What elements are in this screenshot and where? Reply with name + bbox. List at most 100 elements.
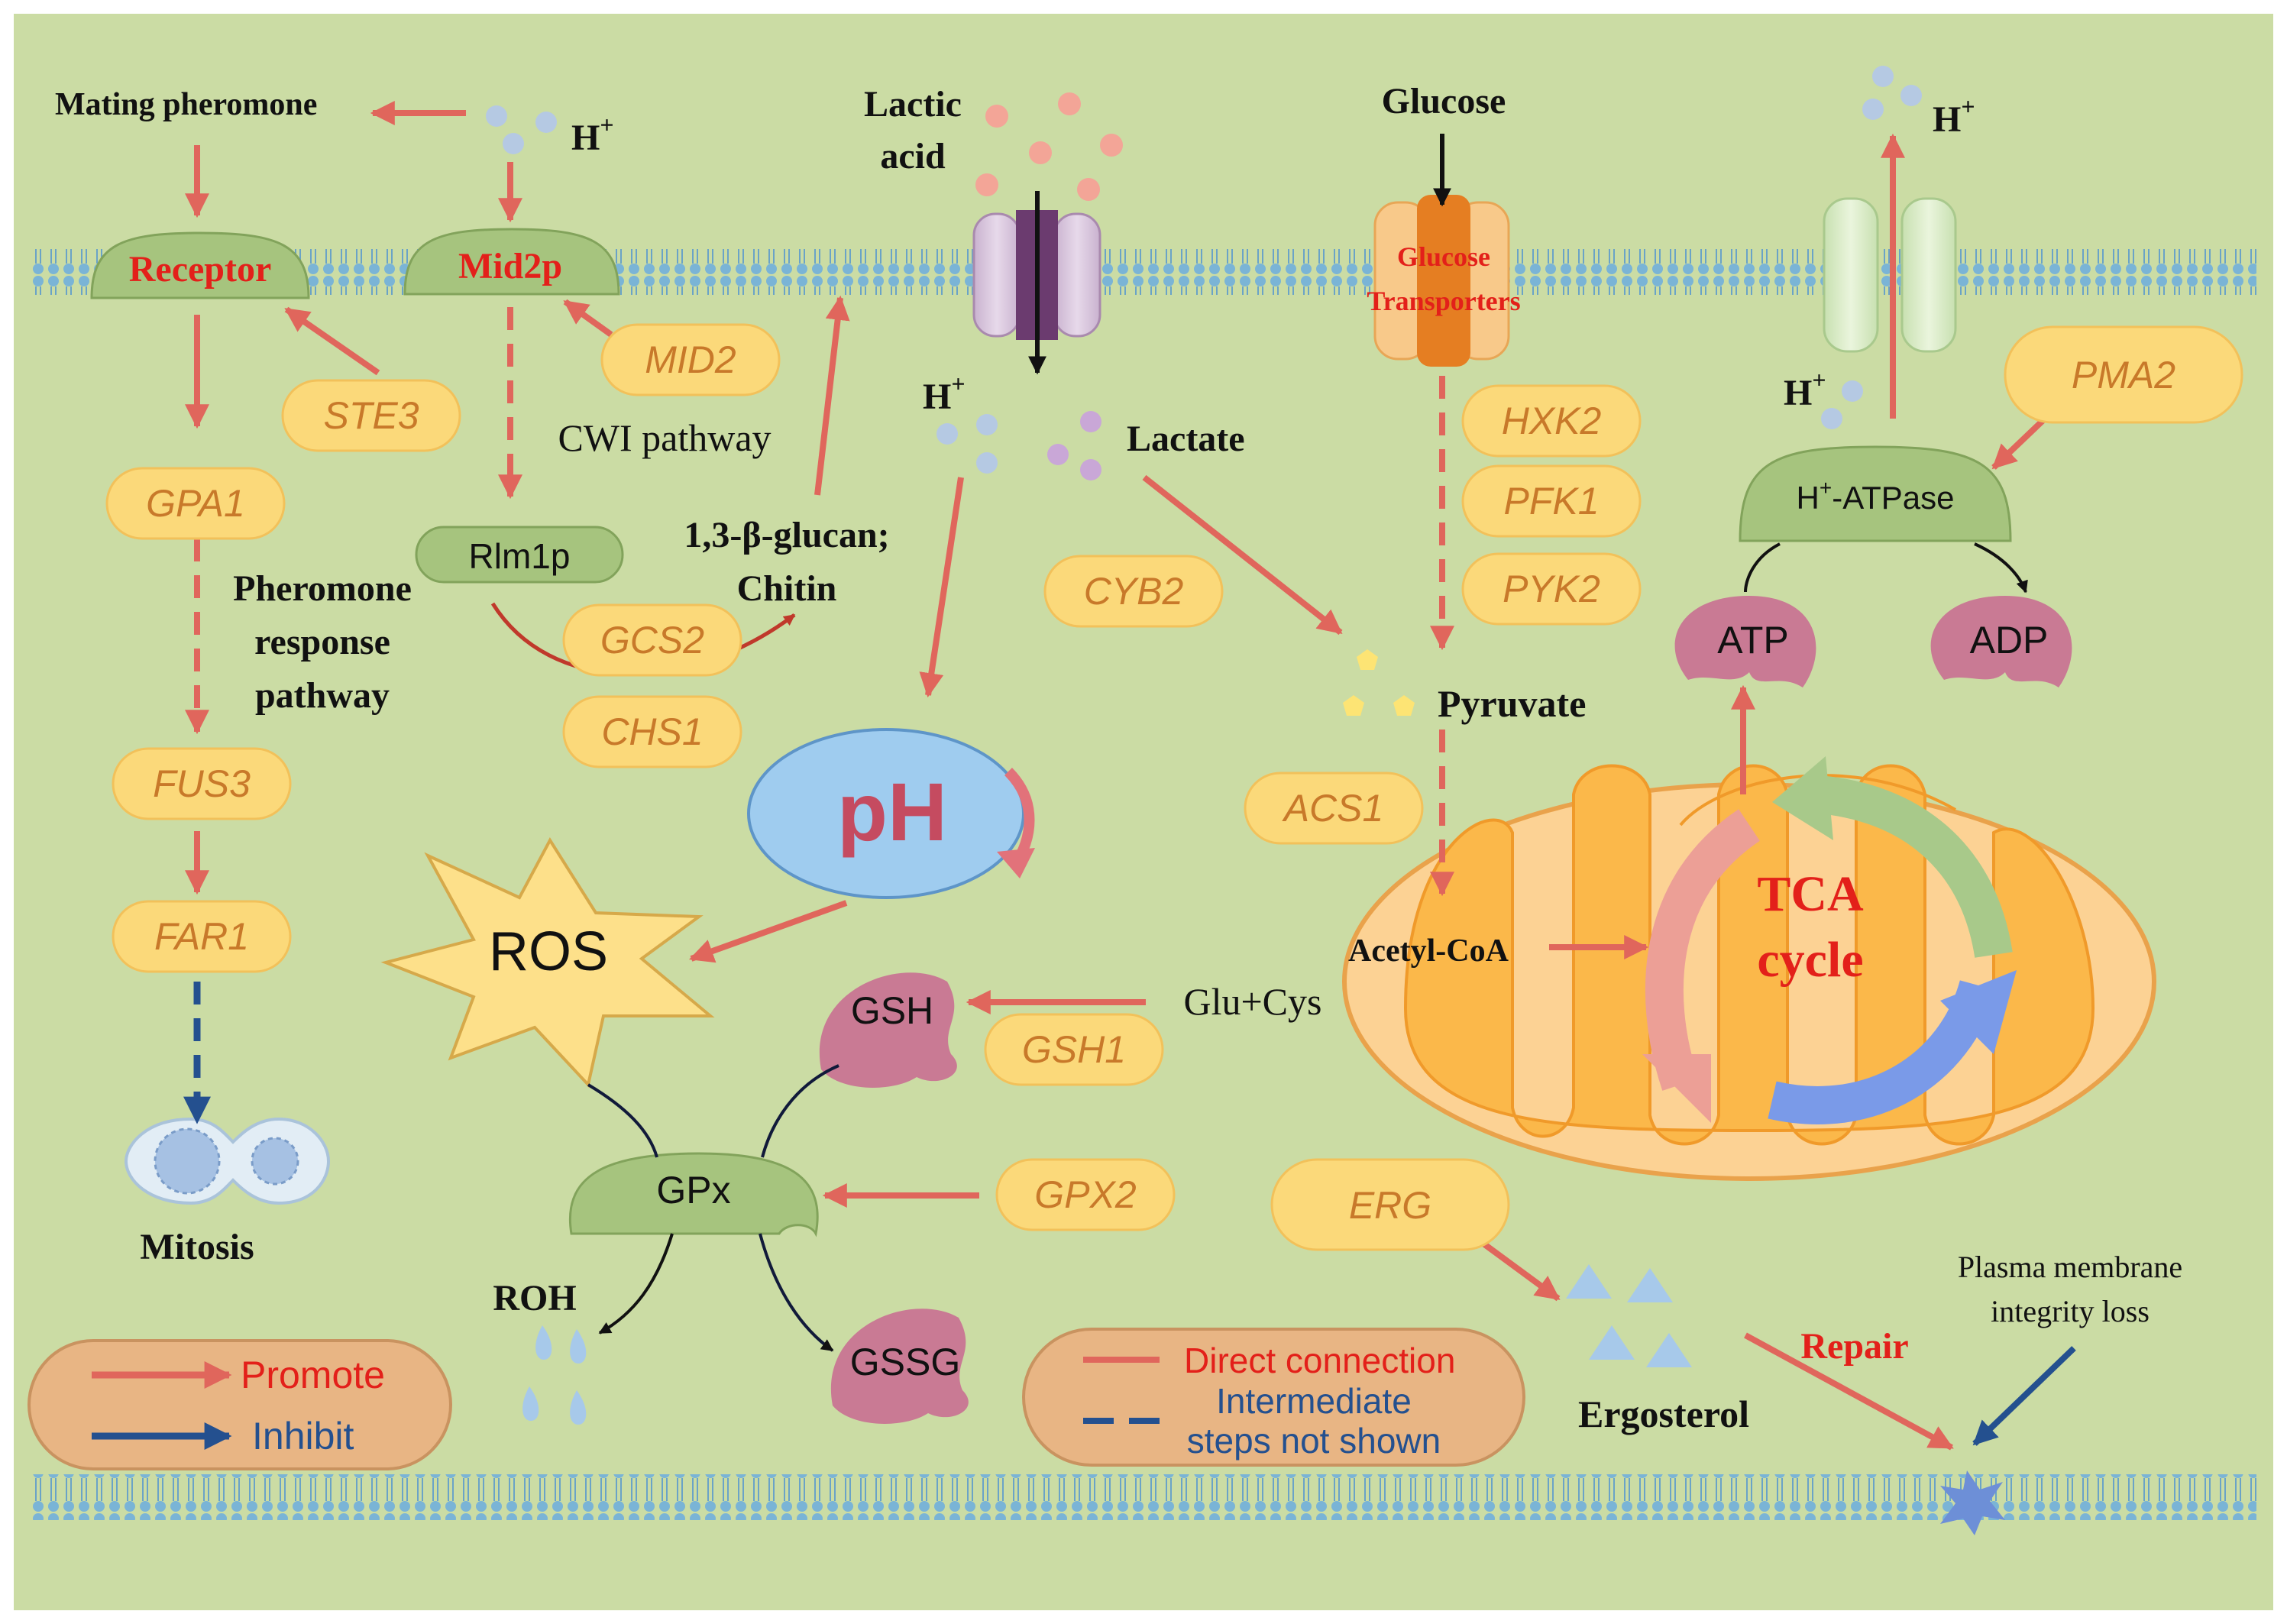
pheromone-label-line2: response [254, 622, 390, 662]
acetyl-coa-label: Acetyl-CoA [1348, 933, 1509, 969]
plasma-membrane-top [31, 249, 2256, 295]
lactic-acid-label-line2: acid [880, 136, 946, 176]
tca-arrowhead-blue [1940, 970, 2017, 1054]
lactate-label: Lactate [1127, 419, 1245, 459]
rlm1p-label: Rlm1p [469, 536, 571, 576]
gene-mid2: MID2 [645, 338, 736, 381]
gene-acs1: ACS1 [1282, 787, 1384, 830]
mitosis-cell [124, 1117, 331, 1205]
h-atpase-label: H+-ATPase [1797, 476, 1955, 516]
gene-chs1: CHS1 [601, 710, 703, 753]
gene-far1: FAR1 [154, 915, 249, 958]
plasma-membrane-bottom [31, 1474, 2256, 1520]
mating-pheromone-label: Mating pheromone [55, 87, 317, 122]
tca-arrowhead-green [1772, 756, 1833, 840]
legend-promote-label: Promote [241, 1354, 385, 1396]
adp-label: ADP [1970, 619, 2049, 662]
h-plus-label-top-left: H+ [571, 111, 614, 158]
h-plus-label-top-right: H+ [1933, 92, 1975, 140]
mid2p-label: Mid2p [458, 246, 562, 286]
repair-label: Repair [1800, 1326, 1908, 1367]
atpase-to-adp-arrow [1974, 542, 2028, 594]
tca-arrowhead-pink [1642, 1054, 1711, 1123]
lactic-acid-dots [975, 92, 1123, 201]
gpx-to-gssg-arrow [759, 1233, 834, 1352]
proton-dots-cytoplasm [936, 414, 998, 474]
glucose-label: Glucose [1382, 81, 1506, 121]
receptor-protein [90, 231, 310, 299]
atpase-to-atp-line [1744, 542, 1781, 593]
tca-arrow-pink [1645, 809, 1761, 1091]
proton-channel [1823, 197, 1957, 353]
atp-molecule [1674, 596, 1816, 687]
gene-hxk2: HXK2 [1502, 400, 1602, 442]
glucose-transporters-label-line1: Glucose [1397, 241, 1490, 272]
water-drops [522, 1325, 587, 1425]
pm-loss-label-line1: Plasma membrane [1958, 1250, 2182, 1284]
gene-gpx2: GPX2 [1034, 1173, 1137, 1216]
atp-label: ATP [1717, 619, 1789, 662]
gsh-to-gpx-line [761, 1064, 839, 1158]
gsh-label: GSH [851, 989, 933, 1032]
glucan-label-line1: 1,3-β-glucan; [684, 515, 889, 555]
legend-intermediate-label-line2: steps not shown [1187, 1421, 1441, 1461]
gene-pyk2: PYK2 [1503, 568, 1600, 610]
gene-pills [105, 323, 2243, 1251]
tca-label-line1: TCA [1757, 866, 1864, 922]
gene-gsh1: GSH1 [1022, 1028, 1126, 1071]
pyruvate-label: Pyruvate [1438, 682, 1586, 725]
gene-fus3: FUS3 [153, 762, 251, 805]
proton-dots-atpase [1821, 380, 1863, 429]
adp-molecule [1930, 596, 2072, 687]
roh-label: ROH [493, 1278, 576, 1318]
mitosis-label: Mitosis [140, 1227, 254, 1267]
legend-intermediate-label-line1: Intermediate [1216, 1381, 1412, 1421]
ros-star [380, 837, 715, 1089]
pheromone-label-line1: Pheromone [233, 568, 412, 609]
legend-box-arrows [27, 1339, 452, 1470]
ph-ellipse [747, 728, 1025, 899]
receptor-label: Receptor [129, 249, 272, 290]
glucan-label-line2: Chitin [737, 568, 837, 609]
mid2p-protein [403, 228, 620, 296]
legend-inhibit-label: Inhibit [252, 1415, 354, 1457]
membrane-damage-star [1940, 1470, 2005, 1535]
ph-down-arrowhead [997, 848, 1035, 878]
gene-erg: ERG [1349, 1184, 1431, 1227]
rlm1p-protein [415, 526, 624, 584]
h-plus-label-atpase: H+ [1784, 366, 1826, 413]
glu-cys-label: Glu+Cys [1183, 980, 1321, 1023]
gsh-molecule [819, 972, 957, 1088]
h-atpase-protein [1739, 445, 2012, 542]
gene-gpa1: GPA1 [146, 482, 245, 525]
pheromone-label-line3: pathway [255, 675, 390, 716]
ergosterol-triangles [1566, 1264, 1692, 1367]
gene-cyb2: CYB2 [1084, 570, 1184, 613]
gene-pfk1: PFK1 [1503, 480, 1599, 522]
gene-gcs2: GCS2 [600, 619, 704, 662]
pm-loss-label-line2: integrity loss [1991, 1294, 2150, 1328]
tca-arrow-green [1816, 775, 2013, 959]
tca-label-line2: cycle [1757, 932, 1863, 988]
gpx-to-roh-arrow [598, 1233, 674, 1334]
ros-to-gpx-line [587, 1083, 658, 1158]
ros-label: ROS [489, 921, 608, 982]
intermediate-arrows [185, 307, 1454, 897]
ergosterol-label: Ergosterol [1578, 1393, 1749, 1435]
h-plus-label-cytoplasm: H+ [923, 370, 966, 417]
gene-ste3: STE3 [323, 394, 419, 437]
gssg-label: GSSG [850, 1341, 960, 1383]
gpx-protein [569, 1152, 819, 1237]
gssg-molecule [830, 1309, 969, 1424]
gene-pma2: PMA2 [2072, 354, 2175, 396]
lactic-acid-label-line1: Lactic [864, 84, 962, 125]
lactate-dots [1047, 411, 1101, 480]
inhibit-arrow-pm-loss [1972, 1346, 2076, 1446]
proton-dots-top-left [486, 105, 557, 154]
proton-dots-top-right [1862, 66, 1922, 120]
legend-box-lines [1022, 1328, 1525, 1467]
ph-label: pH [837, 765, 947, 858]
gpx-label: GPx [656, 1169, 730, 1212]
